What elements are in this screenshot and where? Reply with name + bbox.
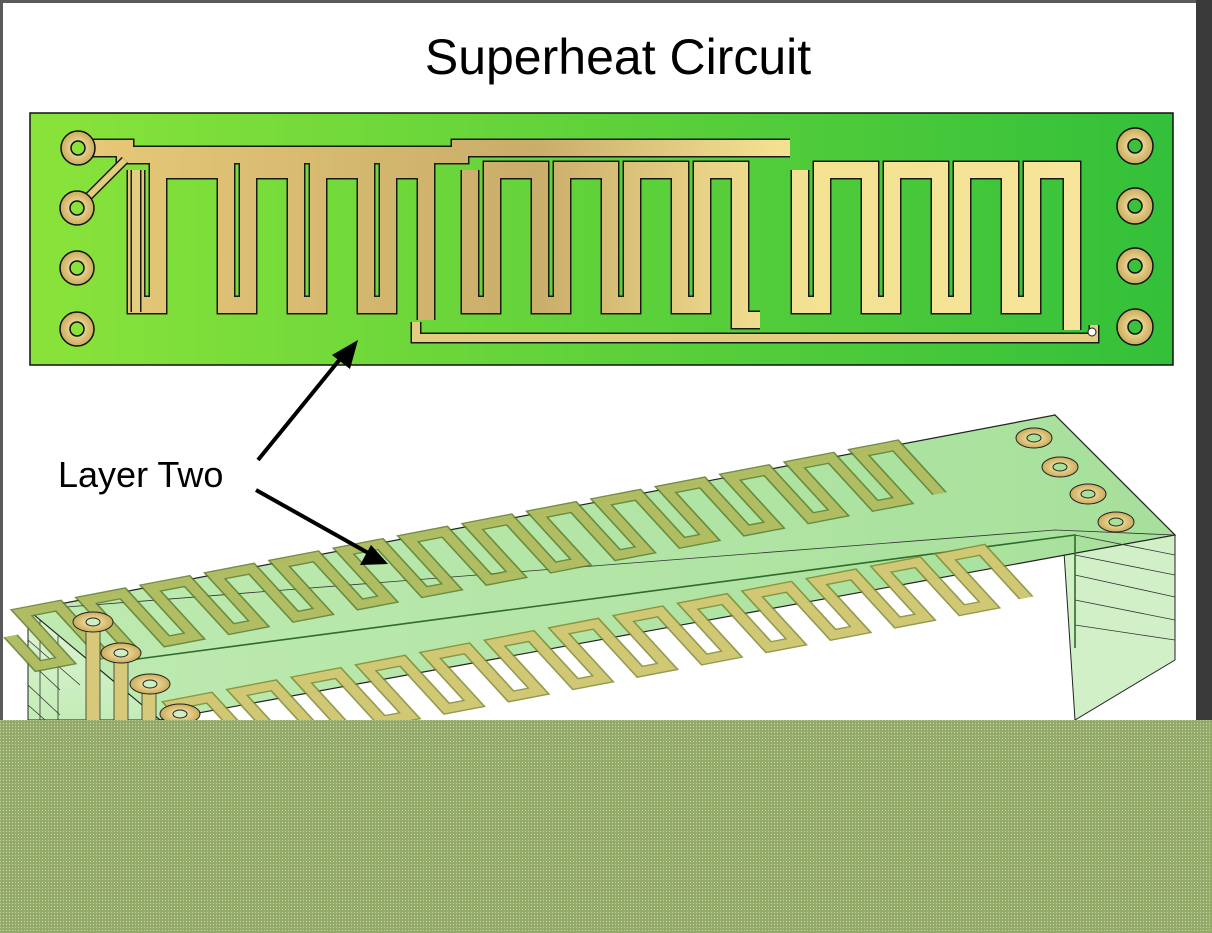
- layer-lines-end: [1074, 534, 1176, 641]
- top-circuit-board: [29, 112, 1174, 366]
- left-frame-edge: [0, 0, 3, 933]
- right-pads: [1116, 127, 1154, 346]
- via-column: [129, 534, 1076, 661]
- layered-box-3d: [3, 413, 1177, 765]
- top-frame-edge: [0, 0, 1212, 3]
- trace-copper: [92, 140, 1080, 330]
- box-left-pads: [72, 611, 201, 725]
- layer-two-serpentine: [3, 439, 947, 673]
- right-frame-shadow: [1196, 0, 1212, 933]
- arrow-icon: [255, 488, 371, 556]
- left-pads: [59, 130, 96, 347]
- arrow-head-icon: [332, 340, 358, 369]
- arrow-head-icon: [360, 545, 388, 565]
- callout-arrows: [255, 340, 388, 565]
- page-title: Superheat Circuit: [424, 29, 812, 85]
- box-right-pads: [1015, 427, 1135, 533]
- layer-lines-front: [27, 620, 81, 721]
- via-dot: [1087, 327, 1097, 337]
- layer-two-label: Layer Two: [58, 454, 224, 495]
- bottom-band: [0, 720, 1212, 933]
- arrow-icon: [256, 351, 347, 462]
